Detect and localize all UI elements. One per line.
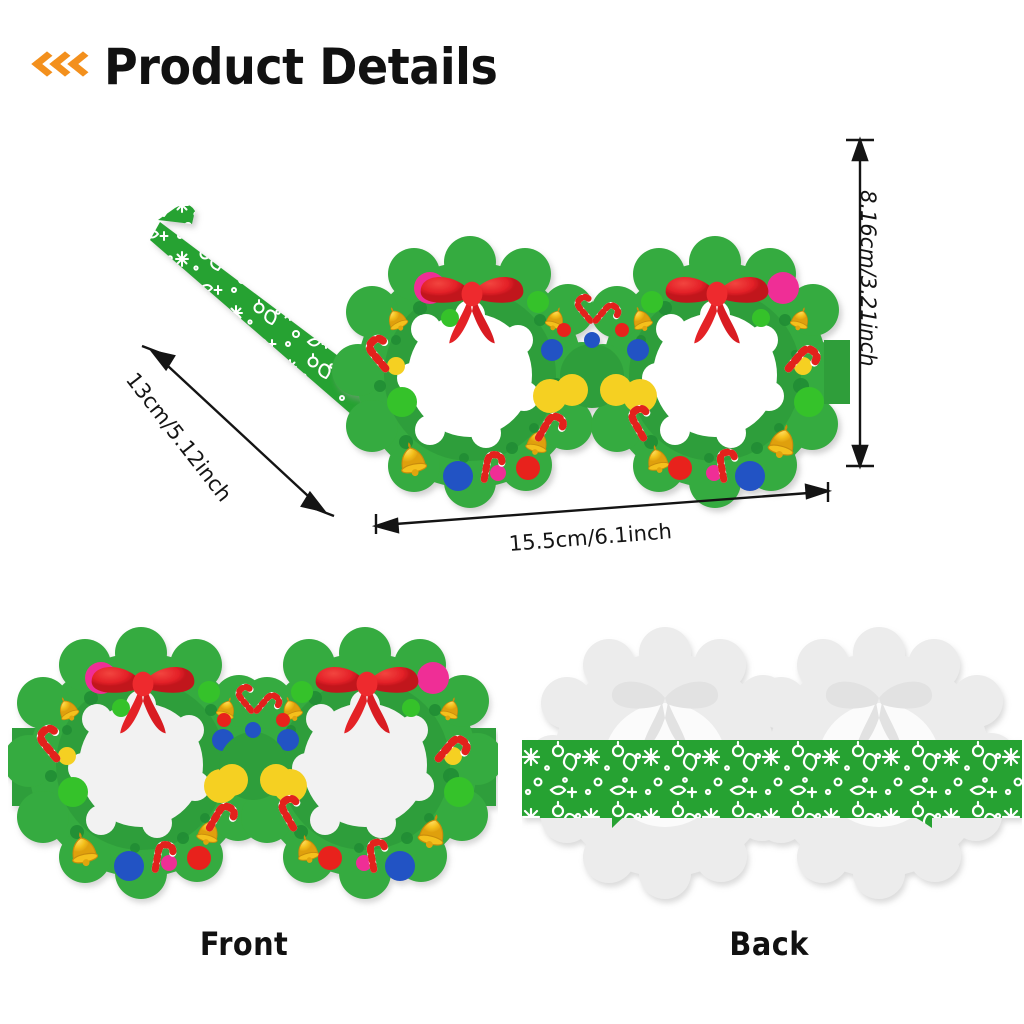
back-view-image <box>522 627 1022 899</box>
wreath-right <box>577 236 850 508</box>
page-header: Product Details <box>0 0 1024 110</box>
front-nose-bridge <box>216 685 292 800</box>
product-illustration-main <box>150 204 850 508</box>
back-wreath-silhouette <box>522 627 1022 899</box>
chevron-left-icon <box>34 50 49 80</box>
page-title: Product Details <box>104 38 498 96</box>
dimensions-section: 8.16cm/3.21inch 15.5cm/6.1inch 13cm/5.12… <box>0 110 1024 590</box>
chevron-left-icon <box>52 50 67 80</box>
chevron-left-icon <box>70 50 85 80</box>
back-view-caption: Back <box>729 925 809 963</box>
back-view-panel: Back <box>510 600 1024 1024</box>
nose-bridge <box>556 295 632 408</box>
front-view-caption: Front <box>199 925 289 963</box>
front-wreath-right <box>227 627 498 899</box>
height-dimension-label: 8.16cm/3.21inch <box>856 190 880 367</box>
height-dimension-arrow <box>846 136 874 470</box>
temple-length-dimension-arrow <box>141 344 335 518</box>
views-section: Front <box>0 600 1024 1024</box>
front-view-panel: Front <box>0 600 500 1024</box>
width-dimension-arrow <box>371 482 833 534</box>
front-view-image <box>8 627 498 899</box>
chevrons-left-icon <box>34 50 85 80</box>
